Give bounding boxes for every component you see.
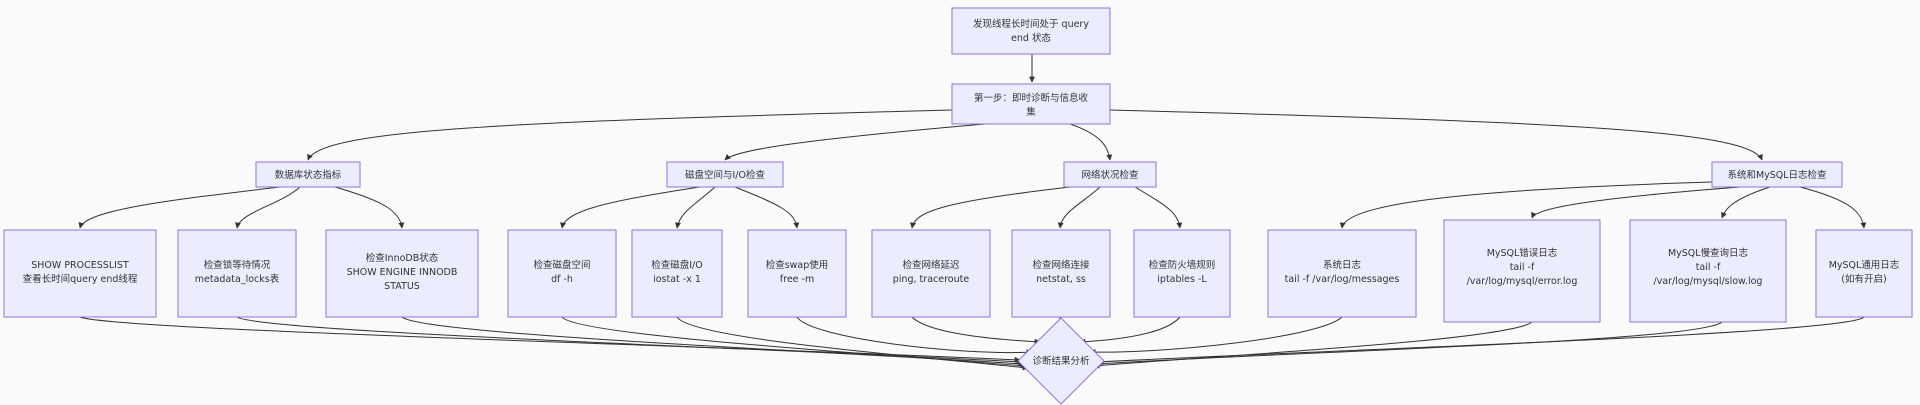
node-check-diskspace: 检查磁盘空间 df -h: [507, 229, 617, 318]
node-result-label: 诊断结果分析: [1032, 355, 1090, 367]
node-check-firewall: 检查防火墙规则 iptables -L: [1133, 229, 1231, 318]
edge-slowlog-to-result: [1095, 321, 1723, 367]
node-check-errorlog-line2: tail -f: [1510, 262, 1535, 273]
edge-logs-to-slowlog: [1721, 186, 1771, 219]
node-category-db: 数据库状态指标: [255, 161, 361, 188]
node-check-processlist-line2: 查看长时间query end线程: [23, 273, 138, 285]
node-check-generallog-line1: MySQL通用日志: [1829, 259, 1900, 271]
node-check-conn-line2: netstat, ss: [1036, 274, 1086, 285]
edge-innodb-to-result: [401, 316, 1025, 367]
edge-disk-to-diskio: [675, 186, 716, 229]
node-category-net-label: 网络状况检查: [1081, 169, 1139, 181]
node-check-latency-line1: 检查网络延迟: [902, 259, 960, 271]
node-start: 发现线程长时间处于 query end 状态: [951, 7, 1111, 55]
node-check-syslog-line1: 系统日志: [1323, 259, 1361, 271]
node-check-latency-line2: ping, traceroute: [893, 274, 970, 285]
edge-step1-to-db: [307, 109, 953, 161]
edges: [78, 54, 1867, 371]
node-check-conn: 检查网络连接 netstat, ss: [1011, 229, 1111, 318]
edge-step1-to-net: [1069, 123, 1113, 161]
node-step1-line2: 集: [1026, 106, 1036, 118]
edge-logs-to-errorlog: [1531, 186, 1741, 219]
node-check-slowlog-line1: MySQL慢查询日志: [1668, 247, 1748, 259]
node-check-syslog-line2: tail -f /var/log/messages: [1285, 274, 1400, 285]
edge-net-to-firewall: [1134, 186, 1183, 229]
node-check-firewall-line1: 检查防火墙规则: [1149, 259, 1216, 271]
node-check-locks-line2: metadata_locks表: [195, 273, 280, 285]
node-check-innodb-line2: SHOW ENGINE INNODB: [347, 267, 458, 278]
edge-swap-to-result: [796, 316, 1033, 356]
node-check-processlist: SHOW PROCESSLIST 查看长时间query end线程: [3, 229, 157, 318]
node-check-locks: 检查锁等待情况 metadata_locks表: [177, 229, 297, 318]
node-category-net: 网络状况检查: [1063, 161, 1157, 188]
node-check-diskspace-line1: 检查磁盘空间: [533, 259, 590, 271]
edge-logs-to-syslog: [1339, 181, 1713, 229]
node-check-diskio: 检查磁盘I/O iostat -x 1: [631, 229, 723, 318]
node-check-conn-line1: 检查网络连接: [1032, 259, 1090, 271]
edge-db-to-innodb: [334, 186, 405, 229]
node-check-firewall-line2: iptables -L: [1157, 274, 1207, 285]
node-check-innodb: 检查InnoDB状态 SHOW ENGINE INNODB STATUS: [325, 229, 479, 318]
node-step1-line1: 第一步：即时诊断与信息收: [974, 92, 1089, 104]
node-category-logs-label: 系统和MySQL日志检查: [1727, 169, 1827, 181]
node-check-slowlog-line2: tail -f: [1696, 262, 1721, 273]
edge-disk-to-swap: [734, 186, 800, 229]
edge-disk-to-diskspace: [560, 186, 701, 229]
node-category-disk-label: 磁盘空间与I/O检查: [685, 169, 765, 181]
edge-step1-to-disk: [724, 123, 986, 161]
edge-db-to-processlist: [78, 186, 281, 229]
node-category-db-label: 数据库状态指标: [275, 169, 342, 181]
node-check-innodb-line3: STATUS: [384, 281, 420, 292]
edge-db-to-locks: [235, 186, 301, 229]
edge-net-to-conn: [1057, 186, 1101, 229]
edge-net-to-latency: [910, 186, 1071, 229]
node-check-slowlog-line3: /var/log/mysql/slow.log: [1654, 276, 1763, 287]
node-step1: 第一步：即时诊断与信息收 集: [951, 83, 1111, 125]
edge-errorlog-to-result: [1093, 321, 1533, 369]
node-check-innodb-line1: 检查InnoDB状态: [366, 252, 439, 264]
node-check-diskio-line2: iostat -x 1: [653, 274, 701, 285]
node-check-latency: 检查网络延迟 ping, traceroute: [871, 229, 991, 318]
edge-diskio-to-result: [676, 316, 1029, 371]
node-check-swap-line1: 检查swap使用: [766, 259, 829, 271]
node-check-diskspace-line2: df -h: [551, 274, 573, 285]
edge-latency-to-result: [911, 316, 1041, 345]
node-check-syslog: 系统日志 tail -f /var/log/messages: [1267, 229, 1417, 318]
node-check-errorlog-line1: MySQL错误日志: [1487, 247, 1558, 259]
edge-syslog-to-result: [1089, 316, 1343, 356]
node-category-disk: 磁盘空间与I/O检查: [666, 161, 784, 188]
node-check-processlist-line1: SHOW PROCESSLIST: [31, 260, 129, 271]
edge-logs-to-generallog: [1799, 186, 1867, 229]
node-check-generallog-line2: (如有开启): [1841, 273, 1886, 285]
node-check-diskio-line1: 检查磁盘I/O: [651, 259, 702, 271]
node-result: 诊断结果分析: [1017, 317, 1105, 405]
edge-generallog-to-result: [1097, 316, 1865, 365]
node-check-errorlog: MySQL错误日志 tail -f /var/log/mysql/error.l…: [1443, 219, 1601, 323]
node-check-generallog: MySQL通用日志 (如有开启): [1815, 229, 1913, 318]
node-category-logs: 系统和MySQL日志检查: [1711, 161, 1843, 188]
node-start-line1: 发现线程长时间处于 query: [973, 18, 1089, 30]
node-start-line2: end 状态: [1011, 32, 1051, 44]
edge-firewall-to-result: [1079, 316, 1181, 345]
node-check-swap: 检查swap使用 free -m: [747, 229, 847, 318]
edge-step1-to-logs: [1109, 109, 1763, 161]
node-check-locks-line1: 检查锁等待情况: [204, 259, 271, 271]
node-check-slowlog: MySQL慢查询日志 tail -f /var/log/mysql/slow.l…: [1629, 219, 1787, 323]
node-check-swap-line2: free -m: [780, 274, 814, 285]
node-check-errorlog-line3: /var/log/mysql/error.log: [1467, 276, 1578, 287]
